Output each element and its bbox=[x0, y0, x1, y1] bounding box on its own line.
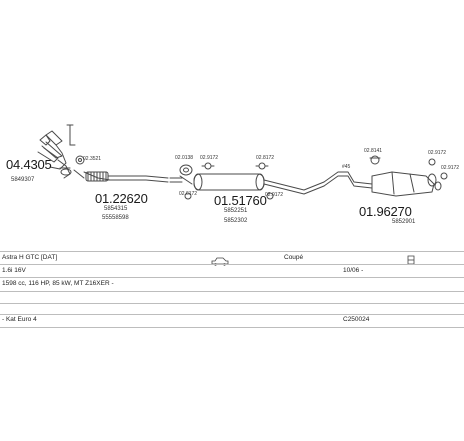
front-pipe-oe-2: 55558598 bbox=[102, 215, 129, 221]
mid-pipe-label: #45 bbox=[342, 164, 351, 170]
engine-text: 1.6i 16V bbox=[2, 267, 26, 274]
table-rule bbox=[0, 251, 464, 252]
table-rule bbox=[0, 277, 464, 278]
clamp-code-d: 02.9172 bbox=[265, 192, 284, 198]
catalog-code: C250024 bbox=[343, 316, 370, 323]
rear-clamp-code-c: 02.9172 bbox=[441, 165, 460, 171]
center-silencer-part bbox=[169, 164, 325, 195]
model-text: Astra H GTC [DAT] bbox=[2, 254, 58, 261]
table-rule bbox=[0, 303, 464, 304]
front-gasket-code: 02.3521 bbox=[83, 156, 102, 162]
clamp-parts bbox=[184, 162, 274, 200]
rear-clamp-code-a: 02.8141 bbox=[364, 148, 383, 154]
front-gasket-part bbox=[75, 155, 85, 165]
rear-silencer-code: 01.96270 bbox=[359, 204, 412, 219]
clamp-code-a: 02.0138 bbox=[175, 155, 194, 161]
manifold-oe: 5849307 bbox=[11, 177, 35, 183]
table-rule bbox=[0, 314, 464, 315]
rear-silencer-part bbox=[369, 155, 448, 197]
front-pipe-code: 01.22620 bbox=[95, 191, 148, 206]
table-rule bbox=[0, 264, 464, 265]
table-rule bbox=[0, 291, 464, 292]
cat-text: - Kat Euro 4 bbox=[2, 316, 37, 323]
front-pipe-part bbox=[73, 169, 169, 183]
car-side-icon bbox=[211, 253, 229, 271]
manifold-code: 04.4305 bbox=[6, 157, 52, 172]
rear-door-icon bbox=[406, 252, 416, 270]
table-rule bbox=[0, 327, 464, 328]
clamp-code-b: 02.9172 bbox=[200, 155, 219, 161]
date-text: 10/06 - bbox=[343, 267, 364, 274]
rear-silencer-oe: 5852901 bbox=[392, 219, 416, 225]
center-oe-2: 5852302 bbox=[224, 218, 248, 224]
details-text: 1598 cc, 116 HP, 85 kW, MT Z16XER - bbox=[2, 280, 114, 287]
bolt-part bbox=[66, 124, 76, 146]
clamp-code-c: 02.6172 bbox=[179, 191, 198, 197]
body-text: Coupé bbox=[284, 254, 304, 261]
center-oe-1: 5852251 bbox=[224, 208, 248, 214]
manifold-part bbox=[37, 130, 72, 179]
rear-pipe-part bbox=[323, 171, 373, 189]
rear-clamp-code-b: 02.9172 bbox=[428, 150, 447, 156]
front-pipe-oe-1: 5854315 bbox=[104, 206, 128, 212]
exhaust-system-diagram bbox=[37, 124, 448, 200]
center-silencer-code: 01.51760 bbox=[214, 193, 267, 208]
clamp-code-e: 02.8172 bbox=[256, 155, 275, 161]
